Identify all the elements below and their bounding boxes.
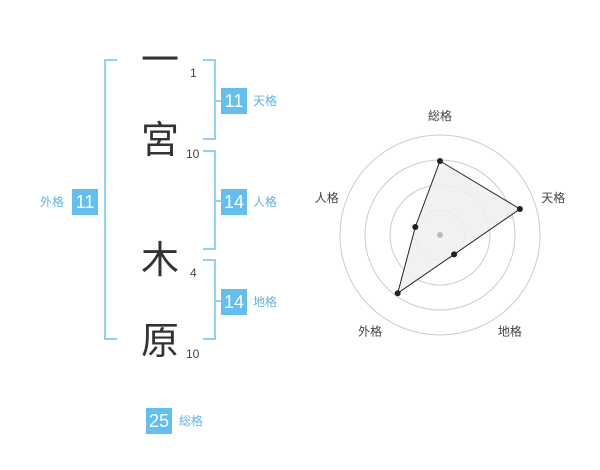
chikaku-bracket	[203, 259, 216, 340]
jinkaku-label: 人格	[253, 195, 278, 209]
gaikaku-value: 11	[72, 189, 98, 215]
tenkaku-label: 天格	[253, 94, 278, 108]
name-char-4: 原	[140, 319, 179, 363]
gaikaku-bracket	[104, 59, 117, 340]
jinkaku-bracket-tick	[214, 200, 222, 202]
stroke-count-2: 10	[186, 147, 200, 161]
radar-point-5	[412, 223, 419, 230]
radar-point-1	[437, 158, 443, 164]
jinkaku-value: 14	[221, 189, 248, 215]
name-char-2: 宮	[140, 118, 179, 162]
stroke-count-1: 1	[190, 66, 197, 80]
radar-axis-label-3: 地格	[498, 323, 522, 338]
radar-axis-label-5: 人格	[315, 190, 339, 205]
radar-ring-4	[339, 134, 541, 336]
radar-axis-label-4: 外格	[358, 323, 382, 338]
radar-axis-label-1: 総格	[428, 110, 452, 123]
tenkaku-bracket	[203, 59, 216, 140]
radar-axis-label-2: 天格	[541, 190, 565, 205]
radar-point-3	[451, 251, 458, 258]
name-char-3: 木	[140, 238, 179, 282]
radar-center-dot	[437, 232, 443, 238]
radar-polygon	[396, 160, 521, 295]
stroke-count-3: 4	[190, 266, 197, 280]
stroke-count-4: 10	[186, 347, 200, 361]
soukaku-value: 25	[146, 408, 173, 434]
soukaku-label: 総格	[179, 414, 204, 428]
chikaku-bracket-tick	[214, 300, 222, 302]
gaikaku-label: 外格	[40, 195, 65, 209]
chikaku-label: 地格	[253, 295, 278, 309]
radar-point-4	[394, 290, 401, 297]
radar-shape	[394, 158, 523, 297]
tenkaku-value: 11	[221, 88, 247, 114]
radar-point-2	[516, 206, 523, 213]
tenkaku-bracket-tick	[214, 100, 222, 102]
name-char-1: 一	[140, 38, 179, 82]
chikaku-value: 14	[221, 289, 248, 315]
